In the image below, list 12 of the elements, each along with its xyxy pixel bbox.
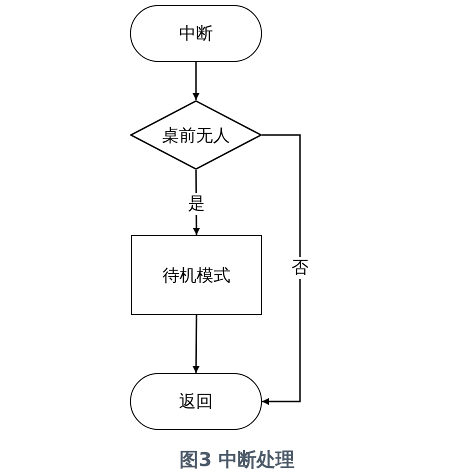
process-box: [131, 235, 262, 315]
node-label: 返回: [179, 391, 213, 413]
figure-caption: 图3 中断处理: [180, 449, 294, 471]
arrow: [262, 134, 301, 405]
arrow: [192, 315, 200, 373]
edge-label: 是: [186, 193, 207, 216]
arrow: [192, 62, 200, 100]
decision-diamond: [130, 100, 262, 170]
edge-label: 否: [290, 257, 310, 280]
node-label: 待机模式: [162, 264, 230, 286]
node-label: 桌前无人: [162, 124, 230, 146]
node-label: 中断: [179, 23, 213, 45]
